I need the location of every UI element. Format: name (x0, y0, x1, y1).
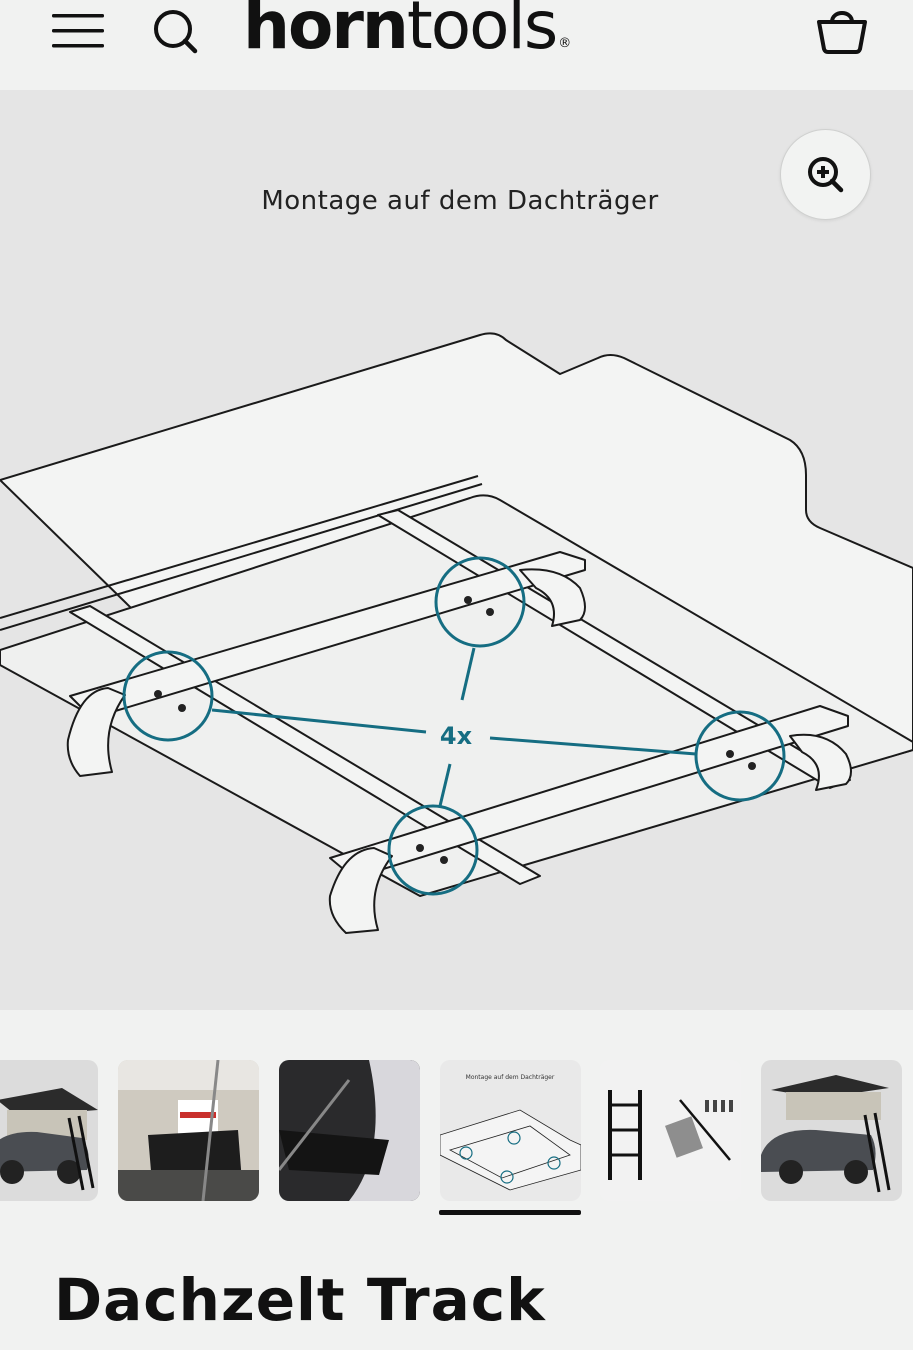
thumb-tent-on-car-partial[interactable] (0, 1060, 98, 1201)
search-icon (154, 10, 198, 54)
thumb-tent-on-car[interactable] (761, 1060, 902, 1201)
thumb-ladder-and-tools[interactable] (600, 1060, 741, 1201)
hamburger-menu-icon (52, 14, 104, 48)
product-title: Dachzelt Track (54, 1266, 546, 1334)
basket-icon (817, 11, 867, 54)
menu-button[interactable] (50, 12, 106, 52)
logo-bold-text: horn (243, 0, 409, 64)
product-hero-image[interactable]: 4x Montage auf dem Dachträger (0, 90, 913, 1010)
thumb-caption: Montage auf dem Dachträger (466, 1074, 555, 1081)
thumb-tent-interior-dark[interactable] (279, 1060, 420, 1201)
zoom-button[interactable] (780, 129, 871, 220)
logo-light-text: tools (406, 0, 558, 64)
search-button[interactable] (150, 6, 202, 58)
cart-button[interactable] (812, 0, 872, 58)
thumbnail-gallery: Montage auf dem Dachträger (0, 1060, 913, 1210)
brand-logo[interactable]: horntools® (243, 0, 571, 66)
thumb-tent-interior-pocket[interactable] (118, 1060, 259, 1201)
site-header: horntools® (0, 0, 913, 90)
roof-rack-mounting-diagram: 4x (0, 332, 913, 934)
registered-mark: ® (558, 36, 572, 51)
callout-quantity-label: 4x (440, 722, 473, 750)
thumb-roof-rack-mounting[interactable]: Montage auf dem Dachträger (440, 1060, 581, 1201)
hero-caption: Montage auf dem Dachträger (261, 186, 659, 216)
active-thumbnail-indicator (439, 1210, 581, 1215)
zoom-in-icon (807, 156, 843, 192)
